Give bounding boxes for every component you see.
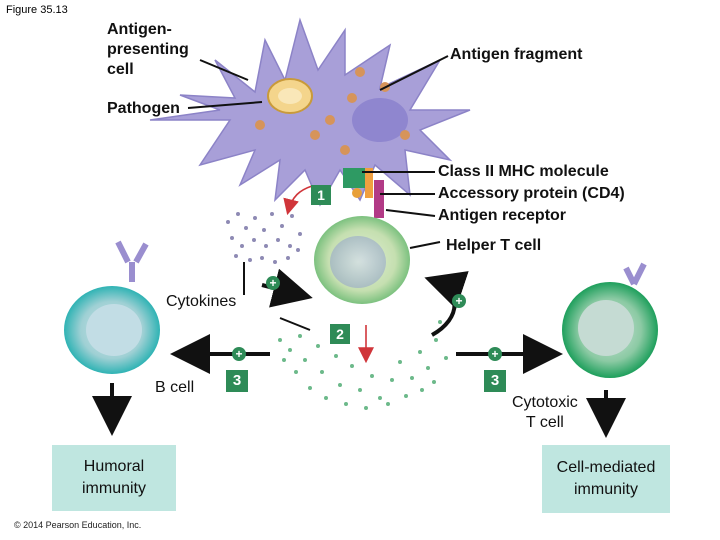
pathogen-label: Pathogen — [107, 100, 180, 117]
antigen-receptor — [365, 168, 373, 198]
cytokine-cloud — [278, 320, 448, 410]
step2-badge: 2 — [330, 324, 350, 344]
cellmed-line1: Cell-mediated — [556, 459, 656, 476]
plus-sign: + — [455, 294, 463, 308]
plus-sign: + — [491, 347, 499, 361]
step1-arrow — [283, 185, 313, 216]
cytotoxic-t-cell — [562, 262, 658, 378]
step2-number: 2 — [336, 326, 344, 342]
step1-badge: 1 — [311, 185, 331, 205]
humoral-line2: immunity — [81, 480, 146, 497]
class2-mhc-label: Class II MHC molecule — [438, 163, 609, 180]
b-cell-label: B cell — [155, 379, 195, 396]
cellmed-line2: immunity — [573, 481, 638, 498]
apc-label-line1: Antigen- — [107, 21, 172, 38]
step3-right-badge: 3 — [484, 370, 506, 392]
b-cell-receptor — [115, 240, 149, 282]
cytotoxic-label: Cytotoxic T cell — [512, 393, 578, 433]
cytokine-dots-top — [226, 212, 302, 264]
cellmed-immunity-box: Cell-mediated immunity — [542, 445, 670, 513]
leader-lines — [187, 55, 449, 331]
apc-nucleus — [352, 98, 408, 142]
apc-label: Antigen- presenting cell — [107, 20, 189, 80]
humoral-immunity-box: Humoral immunity — [52, 445, 176, 511]
antigen-presenting-cell — [149, 17, 471, 207]
accessory-protein-cd4 — [374, 180, 384, 218]
b-cell — [64, 240, 160, 374]
antigen-fragment-label: Antigen fragment — [450, 46, 583, 63]
humoral-line1: Humoral — [83, 458, 145, 475]
helper-t-label: Helper T cell — [446, 237, 542, 254]
apc-label-line3: cell — [107, 61, 134, 78]
apc-label-line2: presenting — [107, 41, 189, 58]
plus-sign: + — [235, 347, 243, 361]
plus-marker-left: + — [232, 347, 246, 361]
plus-marker-top: + — [266, 276, 280, 290]
plus-marker-right: + — [488, 347, 502, 361]
step3-right-number: 3 — [490, 372, 500, 389]
copyright-notice: © 2014 Pearson Education, Inc. — [14, 520, 142, 530]
mhc-receptor-complex — [343, 168, 384, 218]
step3-left-badge: 3 — [226, 370, 248, 392]
plus-sign: + — [269, 276, 277, 290]
cytotoxic-label-line1: Cytotoxic — [512, 394, 578, 411]
antigen-receptor-label: Antigen receptor — [438, 207, 567, 224]
accessory-protein-label: Accessory protein (CD4) — [438, 185, 625, 202]
step3-left-number: 3 — [232, 372, 242, 389]
cytokines-label: Cytokines — [166, 293, 237, 310]
helper-t-cell — [314, 216, 410, 304]
plus-marker-right-top: + — [452, 294, 466, 308]
cytotoxic-label-line2: T cell — [525, 414, 564, 431]
figure-label: Figure 35.13 — [6, 4, 68, 16]
autocrine-arrow — [424, 271, 469, 337]
step1-number: 1 — [317, 187, 325, 203]
t-cell-receptor — [623, 262, 647, 286]
class2-mhc-molecule — [343, 168, 365, 188]
